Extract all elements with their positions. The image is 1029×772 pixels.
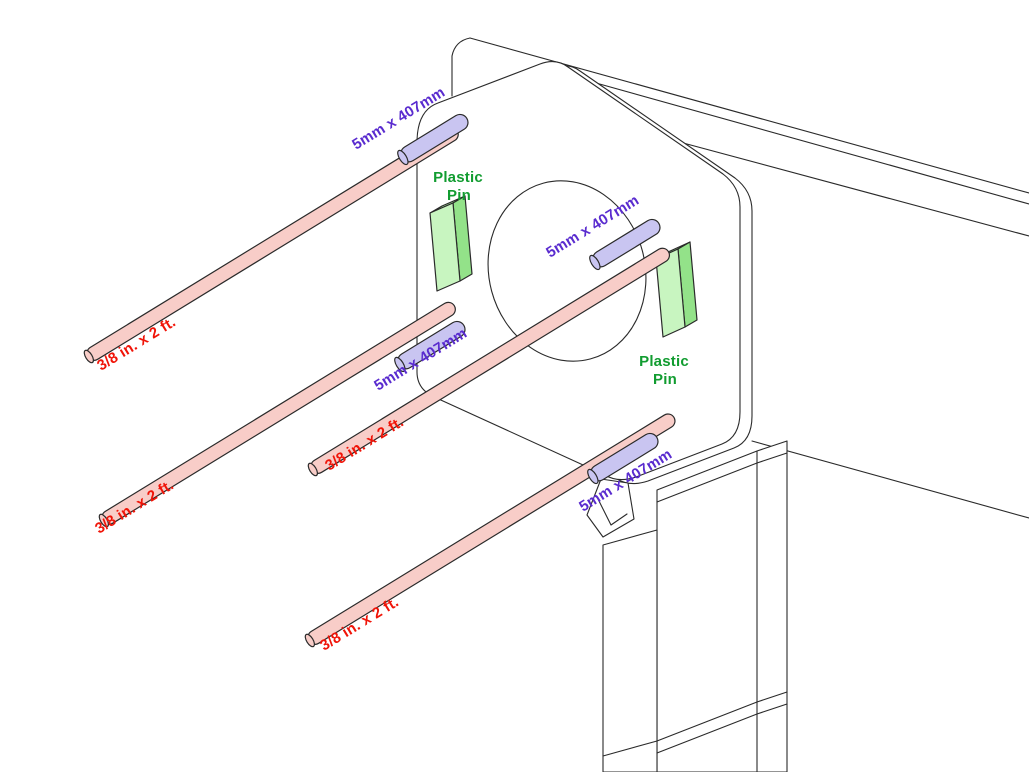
rod-label-3: 3/8 in. x 2 ft. bbox=[322, 413, 407, 474]
plastic-pin-left bbox=[429, 195, 473, 292]
dowel-pin-3 bbox=[394, 320, 466, 373]
plastic-pin-label-left-line2: Pin bbox=[447, 187, 471, 204]
beam-front-face-edge bbox=[671, 139, 1029, 237]
plastic-pin-label-right-line2: Pin bbox=[653, 371, 677, 388]
steel-rod-4 bbox=[304, 413, 676, 648]
column-bottom-seam-right-2 bbox=[656, 703, 788, 754]
dowel-pin-4 bbox=[587, 432, 659, 485]
dowel-end-cap bbox=[397, 149, 409, 166]
column-right-face bbox=[656, 440, 788, 772]
column-bottom-seam-front bbox=[602, 740, 658, 757]
rod-end-cap bbox=[98, 513, 110, 528]
dowel-pin-1 bbox=[397, 113, 469, 166]
dowel-end-cap bbox=[394, 356, 406, 373]
beam-top-front-edge bbox=[595, 82, 1029, 205]
column-front-face bbox=[602, 529, 658, 772]
plastic-pin-cap-face bbox=[429, 202, 461, 292]
rod-label-2: 3/8 in. x 2 ft. bbox=[92, 476, 177, 537]
dowel-pin-2 bbox=[589, 218, 661, 271]
plastic-pin-cap-face bbox=[655, 248, 686, 338]
machine-body bbox=[416, 37, 1029, 772]
steel-rod-3 bbox=[307, 247, 671, 477]
latch-bracket-detail bbox=[596, 496, 628, 526]
beam-bottom-edge bbox=[751, 440, 1029, 519]
beam-end-corner bbox=[451, 37, 471, 97]
steel-rod-2 bbox=[98, 301, 456, 528]
dowel-end-cap bbox=[589, 254, 601, 271]
plastic-pin-label-right-line1: Plastic bbox=[639, 353, 689, 370]
column-bottom-seam-right bbox=[656, 691, 788, 742]
column-top-seam bbox=[656, 452, 788, 503]
rod-end-cap bbox=[307, 462, 319, 477]
rod-end-cap bbox=[304, 633, 316, 648]
rod-end-cap bbox=[83, 349, 95, 364]
latch-bracket bbox=[586, 478, 635, 538]
center-bore-hole bbox=[487, 180, 647, 362]
plastic-pin-label-left-line1: Plastic bbox=[433, 169, 483, 186]
dowel-end-cap bbox=[587, 468, 599, 485]
